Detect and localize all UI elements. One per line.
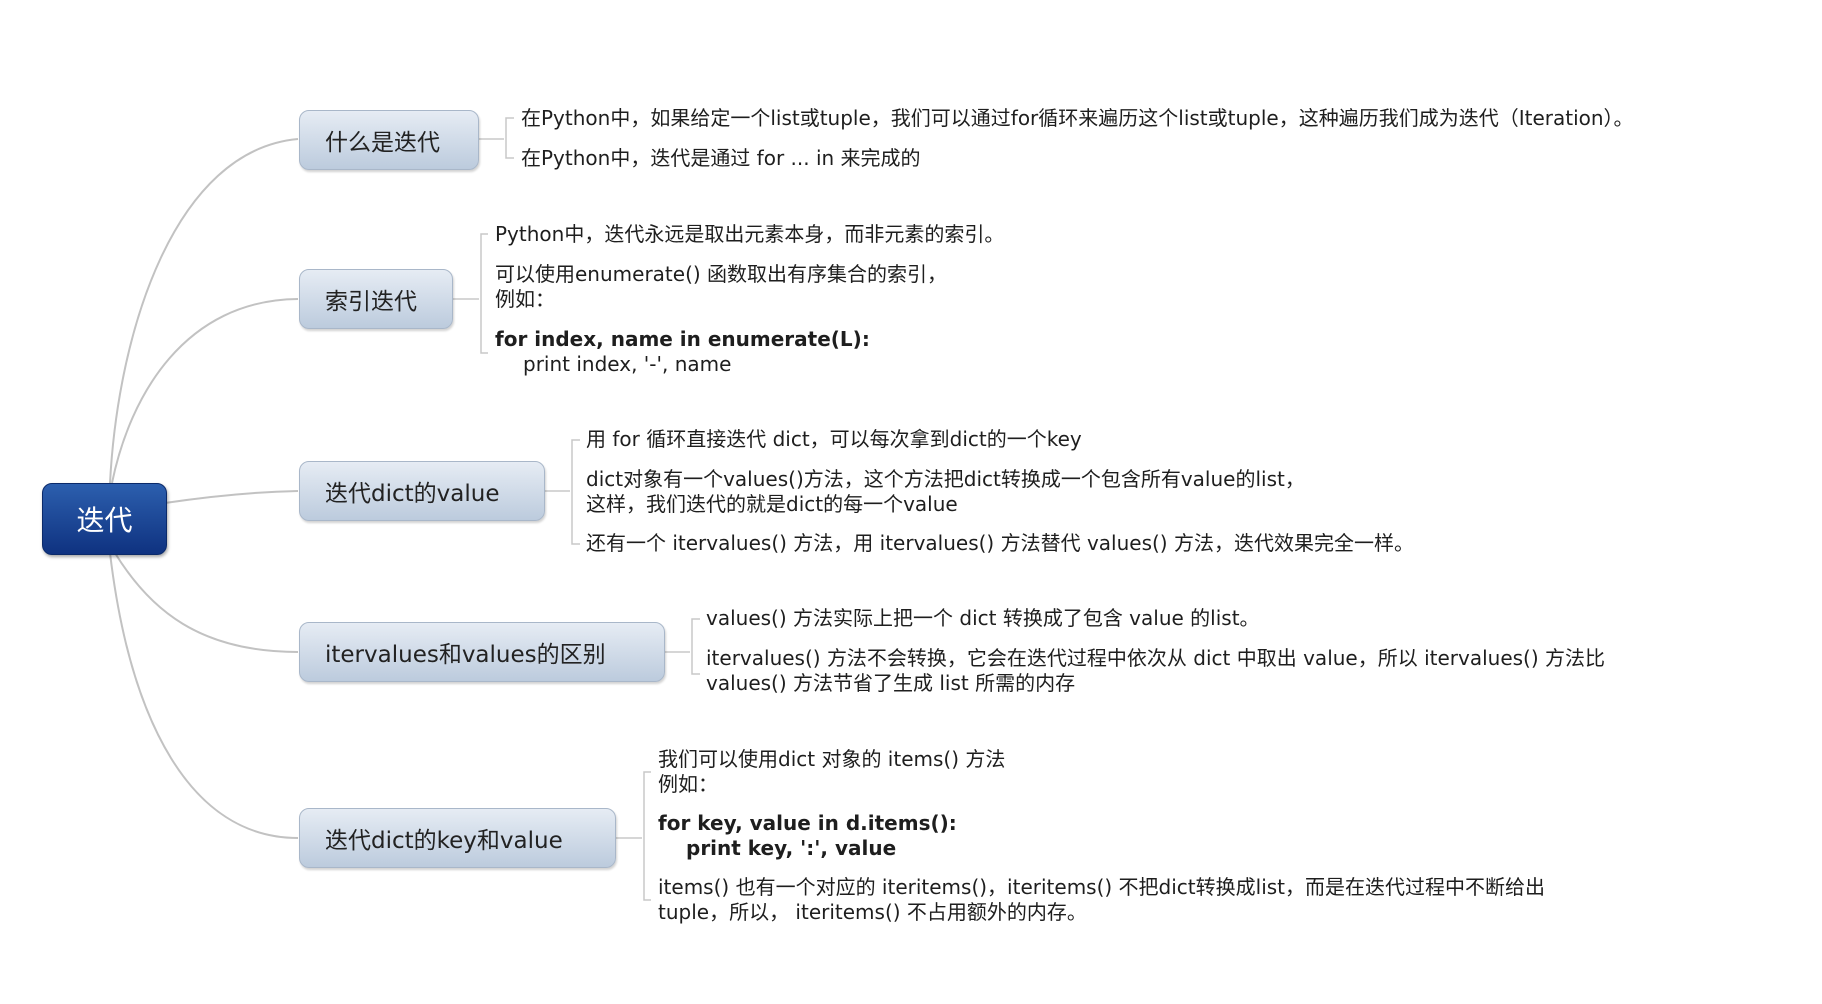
root-topic-label: 迭代 — [76, 504, 133, 537]
note-items-code: for key, value in d.items(): print key, … — [658, 811, 957, 860]
note-element-not-index: Python中，迭代永远是取出元素本身，而非元素的索引。 — [495, 222, 1005, 246]
bracket-5 — [615, 771, 651, 901]
topic-label: 索引迭代 — [325, 289, 417, 315]
note-enumerate-code: for index, name in enumerate(L): print i… — [495, 327, 870, 376]
bracket-4 — [664, 618, 700, 675]
bracket-3 — [544, 439, 580, 545]
topic-iterate-dict-value[interactable]: 迭代dict的value — [299, 461, 545, 521]
topic-itervalues-vs-values[interactable]: itervalues和values的区别 — [299, 622, 665, 682]
topic-label: itervalues和values的区别 — [325, 642, 606, 668]
note-itervalues-method: 还有一个 itervalues() 方法，用 itervalues() 方法替代… — [586, 531, 1414, 555]
bracket-2 — [452, 233, 488, 354]
root-branch-line-2 — [111, 298, 299, 484]
note-items-method: 我们可以使用dict 对象的 items() 方法 例如： — [658, 747, 1006, 796]
root-branch-line-1 — [109, 138, 299, 484]
topic-label: 迭代dict的key和value — [325, 828, 563, 854]
root-branch-line-5 — [109, 552, 299, 839]
note-iteritems: items() 也有一个对应的 iteritems()，iteritems() … — [658, 875, 1546, 924]
root-topic[interactable]: 迭代 — [42, 483, 167, 555]
topic-label: 迭代dict的value — [325, 481, 500, 507]
root-branch-line-4 — [114, 552, 299, 653]
note-enumerate: 可以使用enumerate() 函数取出有序集合的索引， 例如： — [495, 262, 948, 311]
topic-index-iteration[interactable]: 索引迭代 — [299, 269, 453, 329]
root-branch-line-3 — [164, 490, 299, 504]
note-values-method: dict对象有一个values()方法，这个方法把dict转换成一个包含所有va… — [586, 467, 1305, 516]
topic-what-is-iteration[interactable]: 什么是迭代 — [299, 110, 479, 170]
note-itervalues-no-convert: itervalues() 方法不会转换，它会在迭代过程中依次从 dict 中取出… — [706, 646, 1606, 695]
bracket-1 — [478, 117, 514, 159]
topic-iterate-dict-key-value[interactable]: 迭代dict的key和value — [299, 808, 616, 868]
note-values-converts: values() 方法实际上把一个 dict 转换成了包含 value 的lis… — [706, 606, 1260, 630]
note-for-dict-key: 用 for 循环直接迭代 dict，可以每次拿到dict的一个key — [586, 427, 1082, 451]
note-iteration-definition: 在Python中，如果给定一个list或tuple，我们可以通过for循环来遍历… — [521, 106, 1634, 130]
topic-label: 什么是迭代 — [325, 130, 440, 156]
note-iteration-for-in: 在Python中，迭代是通过 for ... in 来完成的 — [521, 146, 921, 170]
